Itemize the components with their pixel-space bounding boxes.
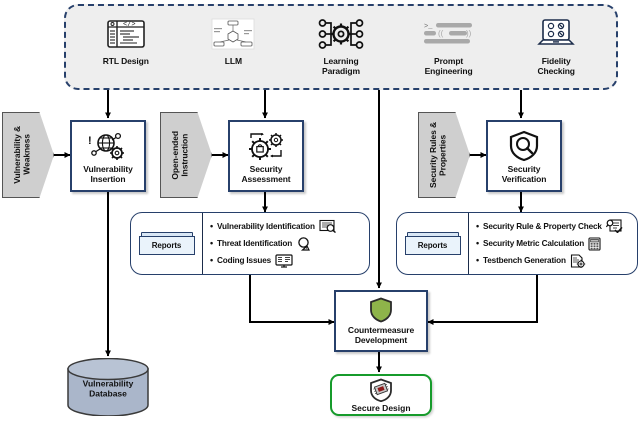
- verification-report-items: • Security Rule & Property Check: [469, 213, 637, 274]
- gears-lock-icon: [245, 128, 287, 162]
- list-item-label: Threat Identification: [217, 238, 293, 248]
- input-label: Security Rules &Properties: [428, 122, 448, 188]
- bug-magnifier-icon: [319, 219, 337, 234]
- list-item-label: Security Rule & Property Check: [483, 221, 602, 231]
- bullet-dot: •: [210, 255, 214, 266]
- code-window-icon: </>: [106, 12, 146, 56]
- svg-text:!: !: [88, 135, 92, 147]
- process-vulnerability-insertion[interactable]: !: [70, 120, 146, 192]
- neural-network-diagram-icon: [211, 12, 255, 56]
- technology-banner: </> RTL Design: [64, 4, 618, 90]
- shield-search-icon: [507, 128, 541, 162]
- list-item[interactable]: • Vulnerability Identification: [208, 219, 366, 234]
- bullet-dot: •: [210, 220, 214, 231]
- output-label: Secure Design: [351, 402, 411, 413]
- list-item[interactable]: • Testbench Generation: [474, 254, 634, 268]
- banner-item-rtl-design[interactable]: </> RTL Design: [76, 12, 176, 67]
- list-item[interactable]: • Threat Identification: [208, 236, 366, 251]
- bullet-dot: •: [476, 220, 480, 231]
- banner-item-label: LLM: [224, 56, 242, 66]
- reports-card[interactable]: Reports: [138, 231, 195, 256]
- assessment-reports-group: Reports • Vulnerability Identification: [130, 212, 370, 275]
- list-item-label: Coding Issues: [217, 256, 272, 266]
- svg-text:</>: </>: [123, 21, 136, 29]
- green-shield-icon: [369, 297, 393, 323]
- document-gear-icon: [570, 254, 586, 268]
- svg-text:)): )): [466, 29, 472, 38]
- reports-card-cell: Reports: [397, 213, 469, 274]
- reports-card[interactable]: Reports: [404, 231, 461, 256]
- bullet-dot: •: [476, 255, 480, 266]
- list-item[interactable]: • Coding Issues: [208, 254, 366, 268]
- monitor-code-icon: [275, 254, 293, 268]
- reports-card-label: Reports: [151, 240, 182, 250]
- bug-network-icon: !: [87, 128, 129, 162]
- verification-reports-group: Reports • Security Rule & Property Check: [396, 212, 638, 275]
- threat-alert-icon: [296, 236, 314, 251]
- banner-item-llm[interactable]: LLM: [183, 12, 283, 67]
- database-cylinder-icon: [67, 357, 149, 417]
- list-item-label: Security Metric Calculation: [483, 238, 585, 248]
- svg-text:((: ((: [438, 29, 444, 38]
- reports-card-label: Reports: [417, 240, 448, 250]
- checklist-magnifier-icon: [605, 219, 623, 234]
- calculator-icon: [588, 236, 601, 251]
- input-vulnerability-weakness: Vulnerability &Weakness: [2, 112, 54, 198]
- list-item[interactable]: • Security Rule & Property Check: [474, 219, 634, 234]
- laptop-check-icon: [536, 12, 576, 56]
- gear-network-icon: [318, 12, 364, 56]
- list-item-label: Testbench Generation: [483, 256, 566, 266]
- list-item-label: Vulnerability Identification: [217, 221, 315, 231]
- svg-text:>_: >_: [424, 23, 433, 31]
- shield-chip-icon: [369, 378, 393, 402]
- banner-item-label: RTL Design: [102, 56, 149, 66]
- list-item[interactable]: • Security Metric Calculation: [474, 236, 634, 251]
- bullet-dot: •: [210, 238, 214, 248]
- assessment-report-items: • Vulnerability Identification •: [203, 213, 369, 274]
- terminal-prompt-icon: >_ (( )): [422, 12, 476, 56]
- bullet-dot: •: [476, 238, 480, 248]
- input-label: Vulnerability &Weakness: [12, 126, 32, 184]
- input-security-rules-properties: Security Rules &Properties: [418, 112, 470, 198]
- reports-card-cell: Reports: [131, 213, 203, 274]
- output-secure-design[interactable]: Secure Design: [330, 374, 432, 416]
